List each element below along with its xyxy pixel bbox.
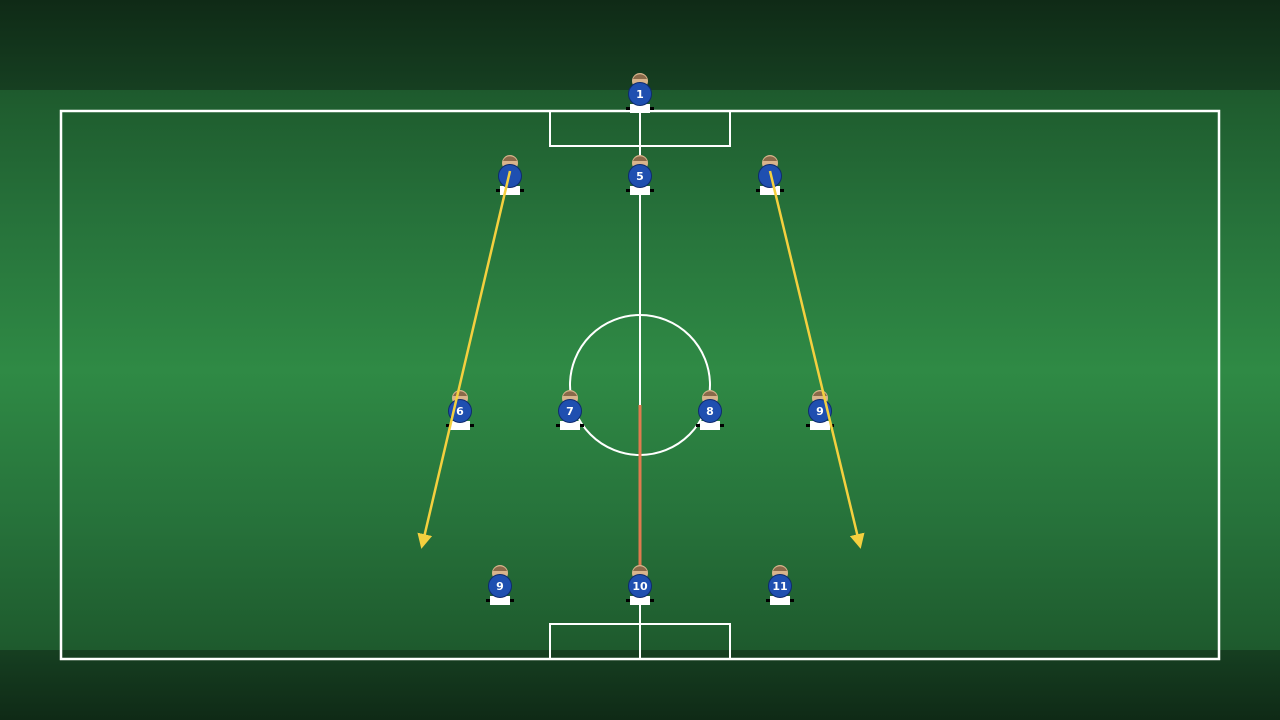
player-hair bbox=[563, 391, 577, 396]
player-jersey bbox=[628, 574, 652, 598]
player-shorts bbox=[700, 421, 720, 430]
player-number: 11 bbox=[772, 580, 787, 593]
player-hair bbox=[763, 156, 777, 161]
player-hair bbox=[633, 74, 647, 79]
player-shorts bbox=[630, 104, 650, 113]
arrows-layer bbox=[417, 170, 865, 549]
player-number: 1 bbox=[636, 88, 644, 101]
player-number: 9 bbox=[496, 580, 504, 593]
player-hair bbox=[773, 566, 787, 571]
player-shorts bbox=[810, 421, 830, 430]
player-shorts bbox=[450, 421, 470, 430]
player-token[interactable]: 9 bbox=[486, 565, 514, 605]
players-layer: 1 5 6 7 8 9 9 10 11 bbox=[446, 73, 834, 605]
player-number: 8 bbox=[706, 405, 714, 418]
player-token[interactable]: 10 bbox=[626, 565, 654, 605]
player-shorts bbox=[490, 596, 510, 605]
player-shorts bbox=[560, 421, 580, 430]
player-hair bbox=[703, 391, 717, 396]
player-token[interactable]: 5 bbox=[626, 155, 654, 195]
player-number: 6 bbox=[456, 405, 464, 418]
player-token[interactable]: 11 bbox=[766, 565, 794, 605]
player-shorts bbox=[630, 186, 650, 195]
movement-arrow bbox=[768, 170, 865, 549]
player-number: 10 bbox=[632, 580, 648, 593]
player-token[interactable]: 8 bbox=[696, 390, 724, 430]
player-jersey bbox=[488, 574, 512, 598]
player-token[interactable]: 7 bbox=[556, 390, 584, 430]
backdrop-bottom bbox=[0, 650, 1280, 720]
player-number: 9 bbox=[816, 405, 824, 418]
player-shorts bbox=[630, 596, 650, 605]
movement-arrow bbox=[417, 170, 512, 549]
player-token[interactable] bbox=[496, 155, 524, 195]
player-jersey bbox=[558, 399, 582, 423]
player-number: 7 bbox=[566, 405, 574, 418]
player-shorts bbox=[760, 186, 780, 195]
player-number: 5 bbox=[636, 170, 644, 183]
player-hair bbox=[493, 566, 507, 571]
player-jersey bbox=[768, 574, 792, 598]
player-shorts bbox=[500, 186, 520, 195]
player-hair bbox=[633, 566, 647, 571]
player-jersey bbox=[698, 399, 722, 423]
player-shorts bbox=[770, 596, 790, 605]
player-jersey bbox=[628, 164, 652, 188]
player-hair bbox=[503, 156, 517, 161]
player-jersey bbox=[628, 82, 652, 106]
player-token[interactable]: 1 bbox=[626, 73, 654, 113]
player-hair bbox=[633, 156, 647, 161]
